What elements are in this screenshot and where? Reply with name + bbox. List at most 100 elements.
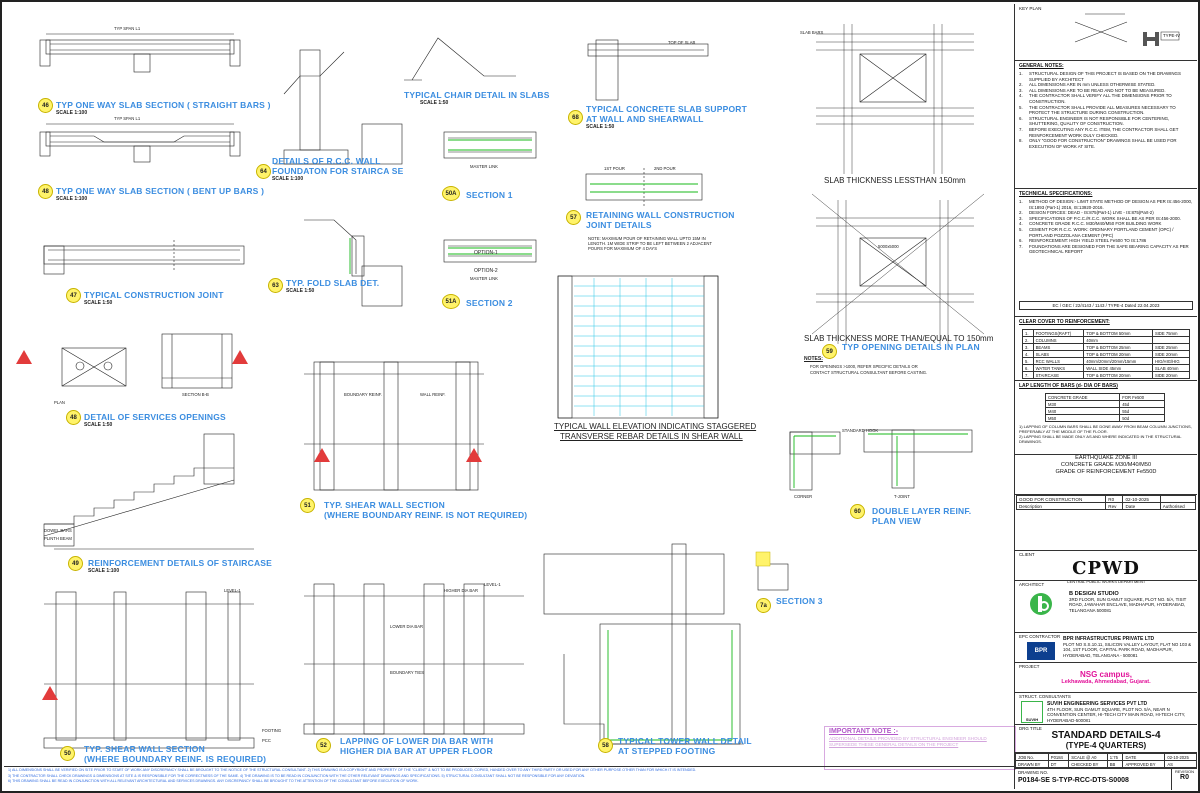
boundary-label: BOUNDARY REINF. — [344, 392, 383, 397]
footer-line: 6) THIS DRAWING SHALL BE READ IN CONJUNC… — [8, 779, 419, 784]
architect-name: B DESIGN STUDIO — [1069, 591, 1119, 597]
wall-reinf-label: WALL REINF. — [420, 392, 446, 397]
detail-number-badge: 46 — [38, 98, 53, 113]
detail-number-badge: 57 — [566, 210, 581, 225]
detail-subtitle: (WHERE BOUNDARY REINF. IS REQUIRED) — [84, 754, 267, 764]
detail-number-badge: 52 — [316, 738, 331, 753]
notes-line: CONTACT STRUCTURAL CONSULTANT BEFORE CAS… — [810, 370, 928, 375]
epc-address: PLOT NO S.S.10.11, SILICON VALLEY LAYOUT… — [1063, 642, 1192, 658]
detail-scale: SCALE 1:100 — [272, 176, 304, 182]
detail-subtitle: (WHERE BOUNDARY REINF. IS NOT REQUIRED) — [324, 510, 528, 520]
detail-scale: SCALE 1:50 — [84, 300, 113, 306]
detail-subtitle: HIGHER DIA BAR AT UPPER FLOOR — [340, 746, 493, 756]
struct-logo: SUVIH — [1021, 701, 1043, 723]
general-notes-section: GENERAL NOTES: 1.STRUCTURAL DESIGN OF TH… — [1015, 60, 1197, 188]
clear-cover-section: CLEAR COVER TO REINFORCEMENT: 1.FOOTINGS… — [1015, 316, 1197, 380]
detail-title: TYP. FOLD SLAB DET. — [286, 278, 380, 288]
epc-logo: BPR — [1027, 642, 1055, 660]
detail-title: DETAILS OF R.C.C. WALL — [272, 156, 381, 166]
spec-text: METHOD OF DESIGN:- LIMIT STATE METHOD OF… — [1029, 199, 1193, 210]
note-text: THE CONTRACTOR SHALL VERIFY ALL THE DIME… — [1029, 93, 1172, 104]
dowel-label: DOWEL BARS — [44, 528, 72, 533]
epc-label: EPC CONTRACTOR — [1019, 634, 1061, 639]
general-notes-list: 1.STRUCTURAL DESIGN OF THIS PROJECT IS B… — [1015, 71, 1197, 149]
pcc-label: PCC — [262, 738, 271, 743]
project-location: Lekhawada, Ahmedabad, Gujarat. — [1061, 679, 1151, 685]
struct-name: SUVIH ENGINEERING SERVICES PVT LTD — [1047, 701, 1148, 707]
detail-title: TYPICAL CONSTRUCTION JOINT — [84, 290, 224, 300]
option-label: OPTION-2 — [474, 268, 498, 274]
lap-length-title: LAP LENGTH OF BARS (d- DIA OF BARS) — [1019, 383, 1118, 389]
retaining-note: NOTE: MAXIMUM POUR OF RETAINING WALL UPT… — [588, 236, 712, 251]
client-name: CENTRAL PUBLIC WORKS DEPARTMENT — [1066, 579, 1146, 584]
master-link-label: MASTER LINK — [470, 164, 498, 169]
higher-dia-label: HIGHER DIA BAR — [444, 588, 478, 593]
caption-wall-elevation: TYPICAL WALL ELEVATION INDICATING STAGGE… — [554, 422, 757, 431]
section-label: SECTION B-B — [182, 392, 209, 397]
detail-scale: SCALE 1:100 — [88, 568, 120, 574]
struct-info: SUVIH ENGINEERING SERVICES PVT LTD 4TH F… — [1047, 701, 1193, 723]
project-name: NSG campus, — [1079, 670, 1132, 679]
detail-number-badge: 50A — [442, 186, 460, 201]
zone-line: EARTHQUAKE ZONE III — [1075, 455, 1137, 461]
caption-wall-elevation-2: TRANSVERSE REBAR DETAILS IN SHEAR WALL — [560, 432, 743, 441]
revision-box: REVISION R0 — [1171, 769, 1197, 790]
architect-section: ARCHITECT B DESIGN STUDIO 3RD FLOOR, SUN… — [1015, 580, 1197, 632]
notes-line: FOR OPENINGS >1000, REFER SPECIFIC DETAI… — [810, 364, 918, 369]
reinf-line: GRADE OF REINFORCEMENT Fe550D — [1055, 469, 1157, 475]
spec-text: FOUNDATIONS ARE DESIGNED FOR THE SAFE BE… — [1029, 243, 1189, 255]
detail-title: TYP. SHEAR WALL SECTION — [324, 500, 445, 510]
detail-title: SECTION 2 — [466, 298, 513, 308]
caption-slab-less: SLAB THICKNESS LESSTHAN 150mm — [824, 176, 966, 185]
detail-number-badge: 51 — [300, 498, 315, 513]
detail-subtitle: JOINT DETAILS — [586, 220, 652, 230]
tech-spec-title: TECHNICAL SPECIFICATIONS: — [1019, 191, 1093, 197]
detail-number-badge: 7a — [756, 598, 771, 613]
detail-title: TYP OPENING DETAILS IN PLAN — [842, 342, 980, 352]
detail-scale: SCALE 1:100 — [56, 196, 88, 202]
spec-text: DESIGN FORCES: DEAD - IS:875(Part-1) LIV… — [1029, 210, 1154, 216]
title-block-panel: KEY PLAN TYPE-IV GENERAL NOTES: 1.STRUCT… — [1014, 4, 1197, 790]
notes-heading: NOTES: — [804, 356, 823, 362]
drawing-title-section: DRG TITLE STANDARD DETAILS-4 (TYPE-4 QUA… — [1015, 724, 1197, 752]
detail-title: TYP. SHEAR WALL SECTION — [84, 744, 205, 754]
important-note-box: IMPORTANT NOTE :- ADDITIONAL DETAILS PRO… — [824, 726, 1016, 770]
drawing-title-label: DRG TITLE — [1019, 726, 1042, 731]
struct-label: STRUCT. CONSULTANTS — [1019, 694, 1071, 699]
grade-line: CONCRETE GRADE M30/M40/M50 — [1060, 462, 1152, 468]
detail-scale: SCALE 1:50 — [586, 124, 615, 130]
plinth-label: PLINTH BEAM — [44, 536, 72, 541]
key-plan-section: KEY PLAN TYPE-IV — [1015, 4, 1197, 60]
span-label: TYP SPAN L1 — [114, 26, 141, 31]
architect-label: ARCHITECT — [1019, 582, 1045, 587]
detail-scale: SCALE 1:50 — [286, 288, 315, 294]
slab-bars-label: SLAB BARS — [800, 30, 824, 35]
option-label: OPTION-1 — [474, 250, 498, 256]
pour-label: 2ND POUR — [654, 166, 676, 171]
client-logo: CPWD — [1072, 558, 1140, 579]
footer-line: 3) THE CONTRACTOR SHALL CHECK DRAWINGS &… — [8, 773, 586, 778]
architect-logo-icon — [1030, 593, 1052, 615]
note-text: BEFORE EXECUTING ANY R.C.C. ITEM, THE CO… — [1029, 126, 1179, 138]
lower-dia-label: LOWER DIA BAR — [390, 624, 424, 629]
detail-title: TYP ONE WAY SLAB SECTION ( BENT UP BARS … — [56, 186, 265, 196]
standard-hook-label: STANDARD HOOK — [842, 428, 879, 433]
detail-number-badge: 60 — [850, 504, 865, 519]
span-label: TYP SPAN L1 — [114, 116, 141, 121]
detail-number-badge: 47 — [66, 288, 81, 303]
t-joint-label: T-JOINT — [894, 494, 910, 499]
detail-number-badge: 51A — [442, 294, 460, 309]
spec-text: CONCRETE GRADE R.C.C. M30/M40/M50 FOR BU… — [1029, 221, 1162, 227]
type-label: TYPE-IV — [1163, 33, 1181, 38]
key-plan-icon — [1074, 13, 1180, 46]
note-text: ALL DIMENSIONS ARE IN mm UNLESS OTHERWIS… — [1029, 82, 1156, 88]
detail-title: LAPPING OF LOWER DIA BAR WITH — [340, 736, 494, 746]
tech-spec-section: TECHNICAL SPECIFICATIONS: 1.METHOD OF DE… — [1015, 188, 1197, 316]
lap-note: 2) LAPPING SHALL BE MADE ONLY AS AND WHE… — [1019, 434, 1182, 444]
detail-linework — [16, 24, 985, 749]
drawing-area: 46 TYP ONE WAY SLAB SECTION ( STRAIGHT B… — [4, 4, 1016, 770]
